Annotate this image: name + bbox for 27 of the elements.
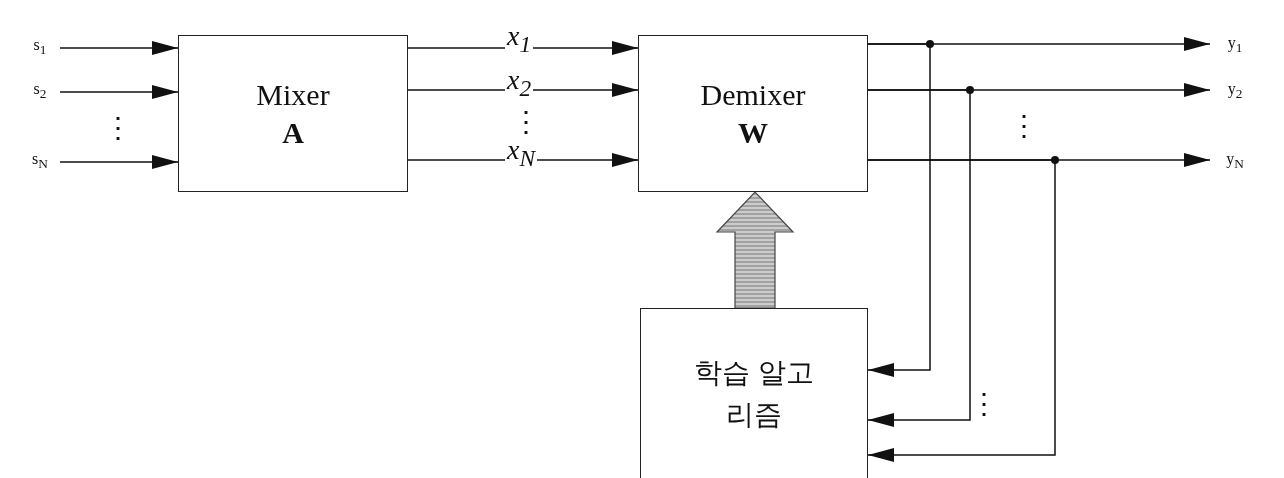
output-label: y$_{2}$ [1210, 74, 1260, 108]
arrow [59, 155, 179, 169]
ellipsis-mark: ⋮ [104, 114, 132, 142]
arrow [59, 41, 179, 55]
learning-box [640, 308, 868, 478]
ellipsis-mark: ⋮ [512, 108, 540, 136]
arrow [407, 41, 639, 55]
box-symbol: A [282, 114, 304, 151]
box-symbol: W [738, 114, 768, 151]
box-title: Mixer [256, 77, 330, 113]
arrow [59, 85, 179, 99]
ellipsis-mark: ⋮ [970, 390, 998, 418]
arrow [867, 89, 971, 427]
block-arrow [715, 191, 795, 309]
ellipsis-mark: ⋮ [1010, 112, 1038, 140]
arrow [407, 83, 639, 97]
output-label: y$_{N}$ [1210, 144, 1260, 178]
signal-label: s$_{2}$ [20, 74, 60, 108]
demixer-box [638, 35, 868, 192]
box-title: Demixer [700, 77, 806, 113]
signal-label: s$_{N}$ [20, 144, 60, 178]
output-label: y$_{1}$ [1210, 28, 1260, 62]
arrow [867, 43, 931, 377]
arrow [867, 159, 1056, 462]
mixer-box [178, 35, 408, 192]
box-title: 학습 알고리즘 [693, 355, 815, 433]
signal-label: s$_{1}$ [20, 30, 60, 64]
